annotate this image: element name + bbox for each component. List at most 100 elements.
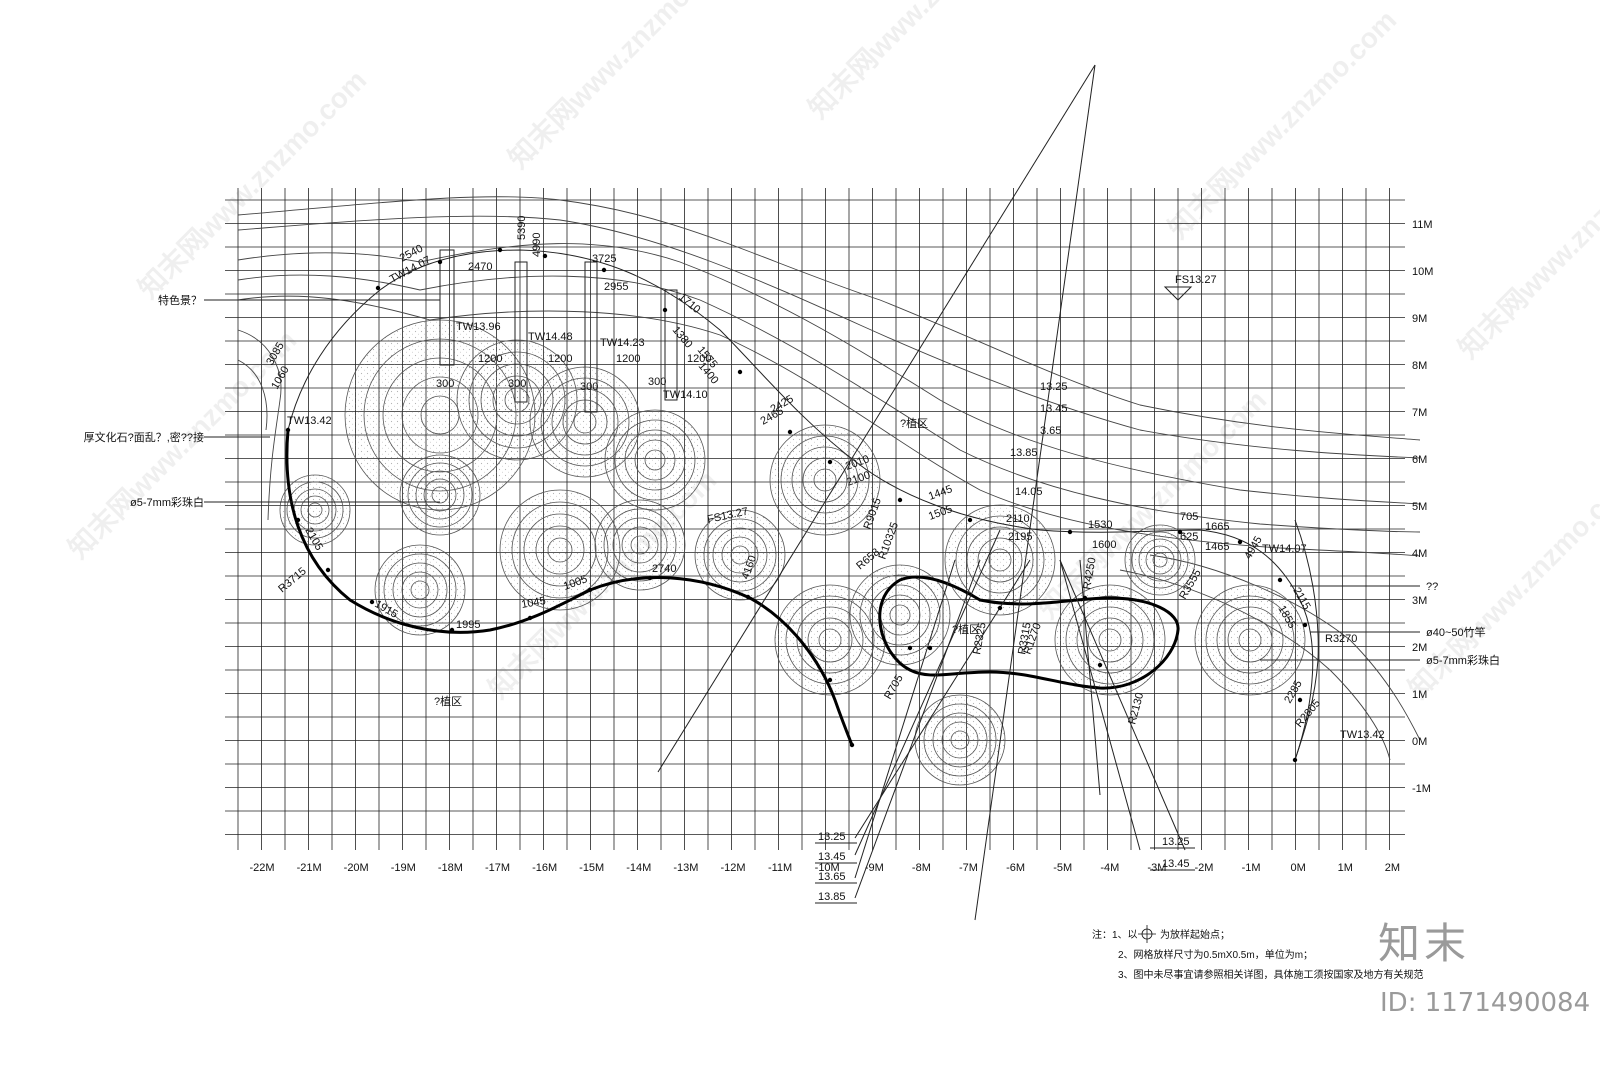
vertex-marker bbox=[295, 517, 301, 523]
watermark-text: 知末网www.znzmo.com bbox=[802, 0, 1043, 124]
spot-level: TW13.42 bbox=[287, 415, 332, 427]
y-tick-label: 7M bbox=[1412, 407, 1427, 419]
image-id-label: ID: 1171490084 bbox=[1380, 988, 1591, 1018]
vertex-marker bbox=[997, 605, 1003, 611]
dimension-label: 1665 bbox=[1205, 521, 1229, 533]
drawing-notes: 注：1、以 为放样起始点； 2、网格放样尺寸为0.5mX0.5m，单位为m； 3… bbox=[1092, 925, 1424, 981]
level-tag: 13.25 bbox=[818, 831, 846, 843]
contour-level: 13.85 bbox=[1010, 447, 1038, 459]
dimension-label: 2470 bbox=[468, 261, 492, 273]
bottom-level-tags: 13.25 13.45 13.65 13.85 13.25 13.45 bbox=[815, 831, 1195, 904]
dimension-label: R2130 bbox=[1126, 691, 1146, 725]
dimension-label: 1045 bbox=[520, 595, 546, 611]
ring-mound bbox=[499, 489, 621, 611]
vertex-marker bbox=[897, 497, 903, 503]
vertex-marker bbox=[662, 307, 668, 313]
vertex-marker bbox=[967, 517, 973, 523]
area-labels: ?植区 ?植区 ?植区 bbox=[434, 416, 980, 708]
dimension-label: 1600 bbox=[1092, 539, 1116, 551]
y-tick-label: 2M bbox=[1412, 642, 1427, 654]
vertex-marker bbox=[1237, 539, 1243, 545]
dimension-label: R705 bbox=[882, 673, 906, 702]
dimension-label: 1995 bbox=[456, 619, 480, 631]
dimension-label: 1710 bbox=[676, 291, 702, 316]
level-tag: 13.25 bbox=[1162, 836, 1190, 848]
spot-level: TW13.42 bbox=[1340, 729, 1385, 741]
right-callouts: ?? ø40~50竹竿 ø5-7mm彩珠白 bbox=[1260, 581, 1500, 667]
x-tick-label: -14M bbox=[626, 862, 651, 874]
x-tick-label: -7M bbox=[959, 862, 978, 874]
x-tick-label: -4M bbox=[1100, 862, 1119, 874]
dimension-label: 300 bbox=[508, 378, 526, 390]
dimension-label: 300 bbox=[436, 378, 454, 390]
dimension-label: 3725 bbox=[592, 253, 616, 265]
y-tick-label: 10M bbox=[1412, 266, 1433, 278]
dimension-label: R4250 bbox=[1081, 557, 1098, 591]
vertex-marker bbox=[437, 259, 443, 265]
x-tick-label: 1M bbox=[1338, 862, 1353, 874]
vertex-marker bbox=[787, 429, 793, 435]
vertex-marker bbox=[527, 615, 533, 621]
y-tick-label: 8M bbox=[1412, 360, 1427, 372]
vertex-marker bbox=[375, 285, 381, 291]
dimension-label: 1200 bbox=[548, 353, 572, 365]
y-tick-label: 5M bbox=[1412, 501, 1427, 513]
vertex-marker bbox=[285, 427, 291, 433]
y-tick-label: 11M bbox=[1412, 219, 1433, 231]
x-tick-label: -16M bbox=[532, 862, 557, 874]
x-tick-label: -15M bbox=[579, 862, 604, 874]
dimension-label: R658 bbox=[854, 546, 882, 572]
dimension-label: 5390 bbox=[516, 216, 528, 240]
y-tick-label: 1M bbox=[1412, 689, 1427, 701]
x-tick-label: -18M bbox=[438, 862, 463, 874]
level-tag: 13.45 bbox=[818, 851, 846, 863]
vertex-marker bbox=[1082, 595, 1088, 601]
ring-mound bbox=[1124, 524, 1196, 596]
x-tick-label: -17M bbox=[485, 862, 510, 874]
y-tick-label: 4M bbox=[1412, 548, 1427, 560]
spot-level: TW14.10 bbox=[663, 389, 708, 401]
dimension-label: 2955 bbox=[604, 281, 628, 293]
dimension-label: 1200 bbox=[478, 353, 502, 365]
contour-lines bbox=[237, 196, 1421, 761]
level-tag: 13.45 bbox=[1162, 858, 1190, 870]
ring-mound bbox=[604, 409, 706, 511]
vertex-marker bbox=[542, 253, 548, 259]
spot-level: FS13.27 bbox=[1175, 274, 1217, 286]
x-tick-label: -2M bbox=[1195, 862, 1214, 874]
ring-mound bbox=[594, 499, 686, 591]
ring-mound bbox=[774, 584, 886, 696]
vertex-marker bbox=[325, 567, 331, 573]
ring-mound bbox=[914, 694, 1006, 786]
x-tick-label: -10M bbox=[815, 862, 840, 874]
vertex-marker bbox=[1302, 622, 1308, 628]
x-tick-label: -11M bbox=[768, 862, 792, 874]
callout-stone: 厚文化石?面乱？,密??接 bbox=[84, 430, 204, 444]
x-tick-label: -8M bbox=[912, 862, 931, 874]
left-callouts: 特色景？ 厚文化石?面乱？,密??接 ø5-7mm彩珠白 bbox=[84, 293, 440, 509]
ring-mound bbox=[769, 424, 881, 536]
vertex-marker bbox=[601, 267, 607, 273]
dimension-label: 1200 bbox=[687, 353, 711, 365]
vertex-marker bbox=[1177, 529, 1183, 535]
ring-mound bbox=[694, 509, 786, 601]
dimension-label: R2325 bbox=[971, 622, 988, 656]
vertex-marker bbox=[497, 247, 503, 253]
contour-level-labels: 13.25 13.45 3.65 13.85 14.05 bbox=[1010, 381, 1068, 498]
note-line-1a: 注：1、以 bbox=[1092, 928, 1138, 941]
callout-feature: 特色景？ bbox=[158, 293, 202, 307]
vertex-marker bbox=[369, 599, 375, 605]
x-tick-label: 2M bbox=[1385, 862, 1400, 874]
x-axis-labels: -22M-21M-20M-19M-18M-17M-16M-15M-14M-13M… bbox=[249, 862, 1400, 874]
gravel-ring-mounds bbox=[279, 319, 1306, 786]
paving-edges bbox=[285, 64, 1319, 921]
ring-mound bbox=[1194, 584, 1306, 696]
note-line-1b: 为放样起始点； bbox=[1160, 928, 1230, 941]
x-tick-label: -1M bbox=[1242, 862, 1261, 874]
dimension-label: 2740 bbox=[652, 563, 676, 575]
dimension-label: 1445 bbox=[927, 483, 954, 503]
x-tick-label: -12M bbox=[720, 862, 745, 874]
dimension-label: 2465 bbox=[759, 405, 786, 428]
watermark-text: 知末网www.znzmo.com bbox=[132, 63, 373, 304]
vertex-marker bbox=[1297, 697, 1303, 703]
